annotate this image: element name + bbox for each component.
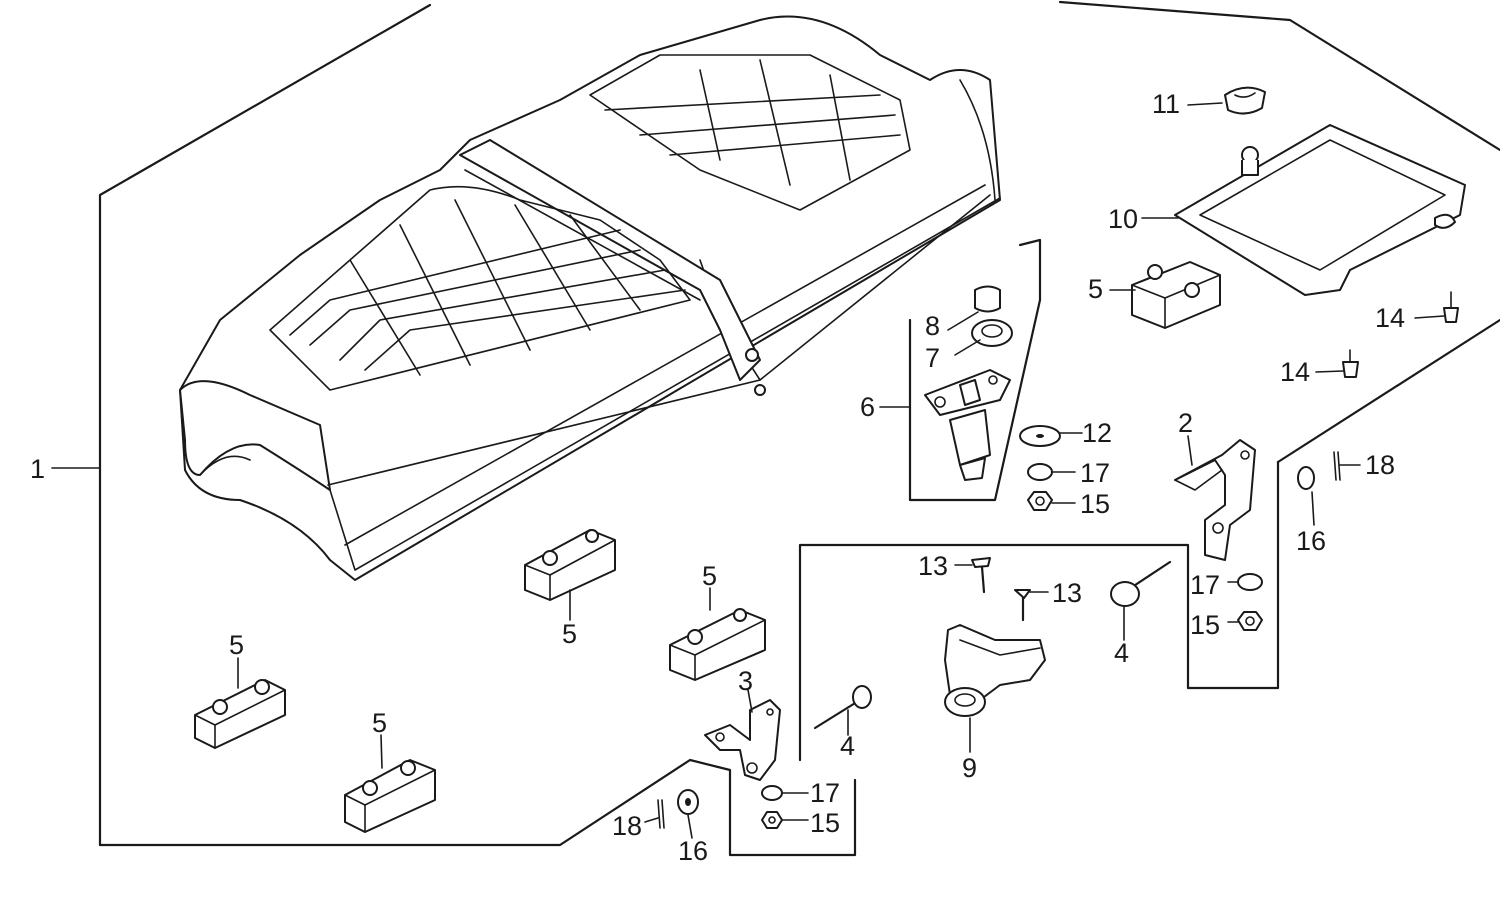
callout-8: 8 xyxy=(925,311,940,341)
seat-lock-group xyxy=(908,238,1061,511)
callout-6: 6 xyxy=(860,392,875,422)
rubber-block-3 xyxy=(194,679,286,749)
callout-10: 10 xyxy=(1108,204,1138,234)
hinge-bracket-2 xyxy=(1174,439,1256,561)
callout-15-lower: 15 xyxy=(810,808,840,838)
callout-5-mid: 5 xyxy=(702,561,717,591)
lower-hinge-group xyxy=(657,685,872,829)
washer-12 xyxy=(1019,425,1061,447)
nut-15-upper xyxy=(1027,491,1053,511)
nut-17-lower xyxy=(761,785,783,801)
hinge-group xyxy=(798,439,1341,762)
callout-1: 1 xyxy=(30,454,45,484)
callout-11: 11 xyxy=(1152,89,1180,119)
callout-7: 7 xyxy=(925,343,940,373)
hinge-bracket-3 xyxy=(704,699,781,781)
callout-16-lower: 16 xyxy=(678,836,708,866)
bolt-13-a xyxy=(971,557,991,594)
washer-16-right xyxy=(1297,466,1315,490)
rubber-block-4 xyxy=(344,759,436,833)
callout-labels: 1 2 3 4 4 5 5 5 5 5 6 7 8 9 10 11 12 13 … xyxy=(30,89,1405,866)
lock-spring-7 xyxy=(971,319,1013,347)
leader-lines xyxy=(51,102,1445,839)
callout-5-bottom: 5 xyxy=(372,708,387,738)
callout-16-right: 16 xyxy=(1296,526,1326,556)
callout-5-left: 5 xyxy=(229,630,244,660)
callout-13-left: 13 xyxy=(918,551,948,581)
callout-14-left: 14 xyxy=(1280,357,1310,387)
assembly-boundary-frame xyxy=(98,0,1500,857)
callout-2: 2 xyxy=(1178,408,1193,438)
rubber-block-1 xyxy=(524,529,616,601)
callout-17-upper: 17 xyxy=(1080,458,1110,488)
callout-13-right: 13 xyxy=(1052,578,1082,608)
callout-4-lower: 4 xyxy=(840,731,855,761)
callout-3: 3 xyxy=(738,666,753,696)
hinge-pin-4-upper xyxy=(1110,560,1172,607)
callout-15-upper: 15 xyxy=(1080,489,1110,519)
washer-16-lower xyxy=(677,789,699,815)
rubber-block-5 xyxy=(1131,261,1221,329)
callout-14-right: 14 xyxy=(1375,303,1405,333)
callout-18-lower: 18 xyxy=(612,811,642,841)
callout-15-right: 15 xyxy=(1190,610,1220,640)
seat-assembly xyxy=(179,15,1001,581)
callout-17-right: 17 xyxy=(1190,570,1220,600)
callout-12: 12 xyxy=(1082,418,1112,448)
rubber-block-group xyxy=(194,261,1221,833)
bolt-13-b xyxy=(1014,589,1031,622)
nut-15-right xyxy=(1237,611,1263,631)
callout-18-right: 18 xyxy=(1365,450,1395,480)
callout-17-lower: 17 xyxy=(810,778,840,808)
nut-17-right xyxy=(1237,573,1263,591)
lock-collar-8 xyxy=(974,285,1001,313)
seat-latch-9 xyxy=(944,624,1046,717)
callout-9: 9 xyxy=(962,753,977,783)
hinge-pin-4-lower xyxy=(813,685,872,730)
nut-15-lower xyxy=(761,811,783,829)
cotter-pin-18-lower xyxy=(657,799,665,829)
callout-5-center: 5 xyxy=(562,619,577,649)
pin-group xyxy=(1342,291,1459,378)
lock-body-6 xyxy=(924,369,1011,481)
cotter-pin-18-right xyxy=(1333,451,1341,481)
tray-assembly xyxy=(1174,86,1466,296)
callout-5-right: 5 xyxy=(1088,274,1103,304)
callout-4-upper: 4 xyxy=(1114,638,1129,668)
rubber-block-2 xyxy=(669,608,766,681)
nut-17-upper xyxy=(1027,463,1053,481)
